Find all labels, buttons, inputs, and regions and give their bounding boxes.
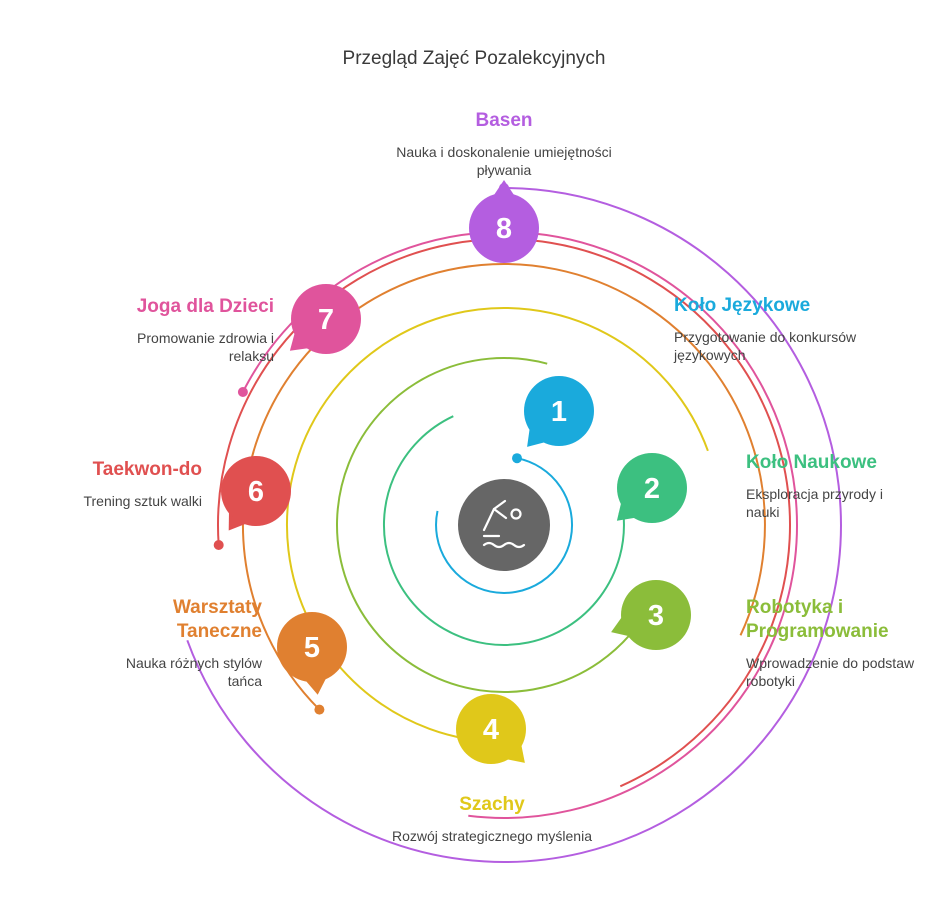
number-bubble-3: 3 [611, 580, 691, 650]
orbit-rings [186, 183, 842, 863]
bubble-number: 6 [248, 476, 264, 508]
item-description: Wprowadzenie do podstaw robotyki [746, 655, 915, 689]
ring-marker-5 [314, 704, 325, 715]
item-description: Promowanie zdrowia i relaksu [137, 330, 274, 364]
orbit-ring-4 [285, 307, 709, 743]
bubble-circle [291, 284, 361, 354]
item-description: Rozwój strategicznego myślenia [392, 828, 592, 844]
bubble-circle [617, 453, 687, 523]
orbit-ring-2 [382, 415, 625, 646]
item-description: Nauka różnych stylów tańca [125, 655, 262, 689]
item-title: Koło Naukowe [746, 452, 877, 473]
bubble-circle [524, 376, 594, 446]
number-bubble-1: 1 [524, 376, 594, 447]
item-label-2: Koło Naukowe Eksploracja przyrody i nauk… [746, 451, 906, 521]
number-bubble-8: 8 [469, 180, 539, 263]
orbit-ring-5 [241, 263, 766, 711]
item-label-1: Koło Językowe Przygotowanie do konkursów… [674, 294, 874, 364]
item-label-5: Warsztaty Taneczne Nauka różnych stylów … [102, 596, 262, 690]
item-title: Warsztaty Taneczne [172, 597, 262, 642]
number-bubble-7: 7 [289, 284, 361, 354]
item-label-3: Robotyka i Programowanie Wprowadzenie do… [746, 596, 916, 690]
item-description: Nauka i doskonalenie umiejętności pływan… [396, 144, 612, 178]
orbit-ring-3 [336, 357, 642, 694]
bubble-number: 7 [318, 304, 334, 336]
number-bubbles: 1 2 3 4 5 6 7 8 [221, 180, 691, 764]
item-title: Joga dla Dzieci [136, 296, 274, 317]
number-bubble-6: 6 [221, 456, 291, 531]
item-label-4: Szachy Rozwój strategicznego myślenia [392, 793, 592, 845]
item-label-7: Joga dla Dzieci Promowanie zdrowia i rel… [94, 295, 274, 365]
page-title: Przegląd Zajęć Pozalekcyjnych [342, 48, 606, 69]
bubble-number: 5 [304, 632, 320, 664]
bubble-circle [277, 612, 347, 682]
swimmer-icon [482, 499, 526, 549]
item-description: Eksploracja przyrody i nauki [746, 486, 883, 520]
bubble-circle [469, 193, 539, 263]
bubble-number: 1 [551, 396, 567, 428]
number-bubble-2: 2 [616, 453, 687, 523]
orbit-ring-7 [242, 231, 798, 819]
item-title: Robotyka i Programowanie [746, 597, 889, 642]
bubble-number: 3 [648, 600, 664, 632]
item-description: Trening sztuk walki [83, 493, 202, 509]
orbit-ring-8 [186, 187, 842, 863]
bubble-circle [221, 456, 291, 526]
ring-marker-1 [512, 453, 522, 464]
orbit-ring-6 [217, 238, 791, 788]
item-title: Basen [475, 110, 533, 131]
bubble-number: 8 [496, 213, 512, 245]
number-bubble-4: 4 [456, 694, 526, 764]
item-title: Koło Językowe [674, 295, 811, 316]
bubble-number: 4 [483, 714, 499, 746]
item-label-6: Taekwon-do Trening sztuk walki [42, 458, 202, 510]
number-bubble-5: 5 [277, 612, 347, 695]
item-description: Przygotowanie do konkursów językowych [674, 329, 857, 363]
item-title: Szachy [459, 794, 525, 815]
bubble-circle [456, 694, 526, 764]
item-title: Taekwon-do [92, 459, 202, 480]
bubble-circle [621, 580, 691, 650]
bubble-number: 2 [644, 473, 660, 505]
orbit-ring-1 [435, 457, 574, 594]
ring-marker-7 [237, 387, 248, 397]
center-hub [458, 479, 550, 571]
item-label-8: Basen Nauka i doskonalenie umiejętności … [394, 109, 614, 179]
ring-marker-6 [213, 540, 224, 550]
